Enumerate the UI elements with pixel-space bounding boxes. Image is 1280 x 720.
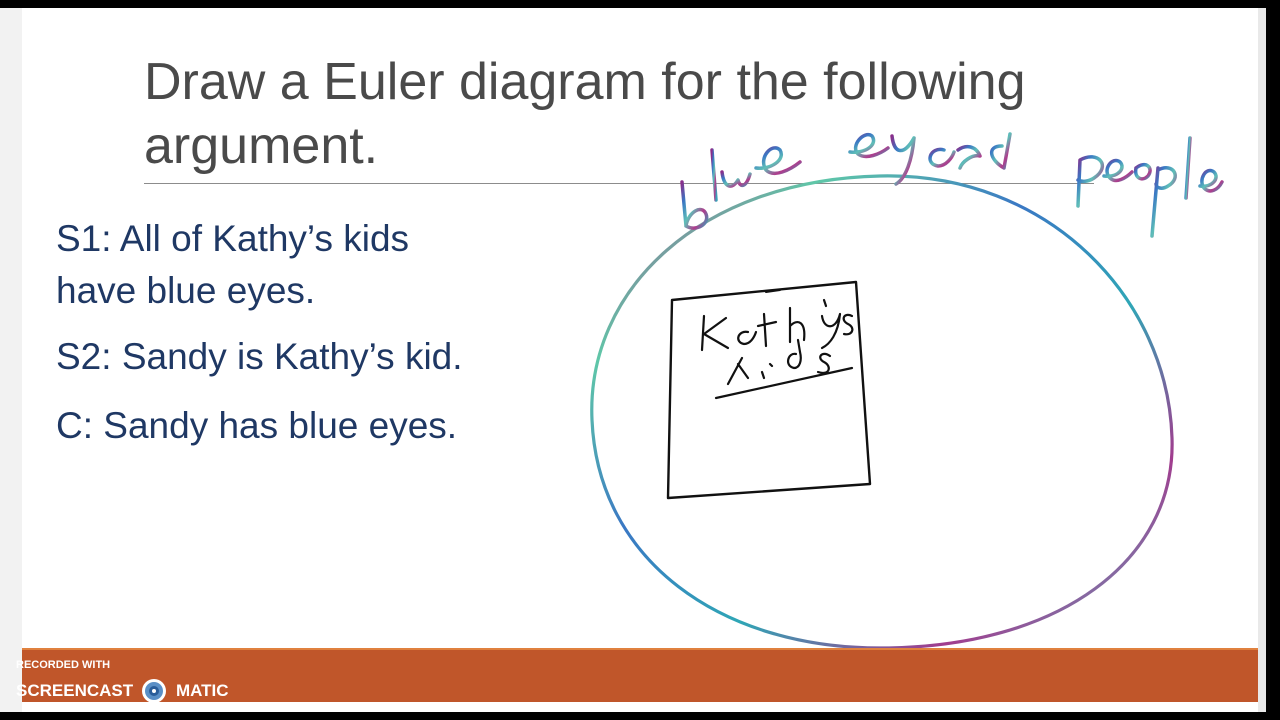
watermark-brand-left: SCREENCAST — [16, 681, 134, 700]
statement-s1-line-2: have blue eyes. — [56, 270, 316, 311]
slide-left-margin — [0, 8, 22, 712]
screencast-o-matic-watermark: RECORDED WITH SCREENCAST MATIC — [16, 660, 246, 708]
statement-s1-line-1: S1: All of Kathy’s kids — [56, 218, 410, 259]
slide-right-margin — [1258, 8, 1266, 712]
slide-title-line-1: Draw a Euler diagram for the following — [144, 53, 1026, 111]
title-divider — [144, 183, 1094, 184]
statement-s2: S2: Sandy is Kathy’s kid. — [56, 336, 463, 377]
watermark-recorded-with: RECORDED WITH — [16, 659, 111, 671]
slide-title-line-2: argument. — [144, 117, 379, 175]
slide-footer-bar — [22, 650, 1258, 702]
screencast-logo-icon — [142, 679, 166, 703]
statement-conclusion: C: Sandy has blue eyes. — [56, 405, 458, 446]
watermark-brand-right: MATIC — [176, 681, 229, 700]
